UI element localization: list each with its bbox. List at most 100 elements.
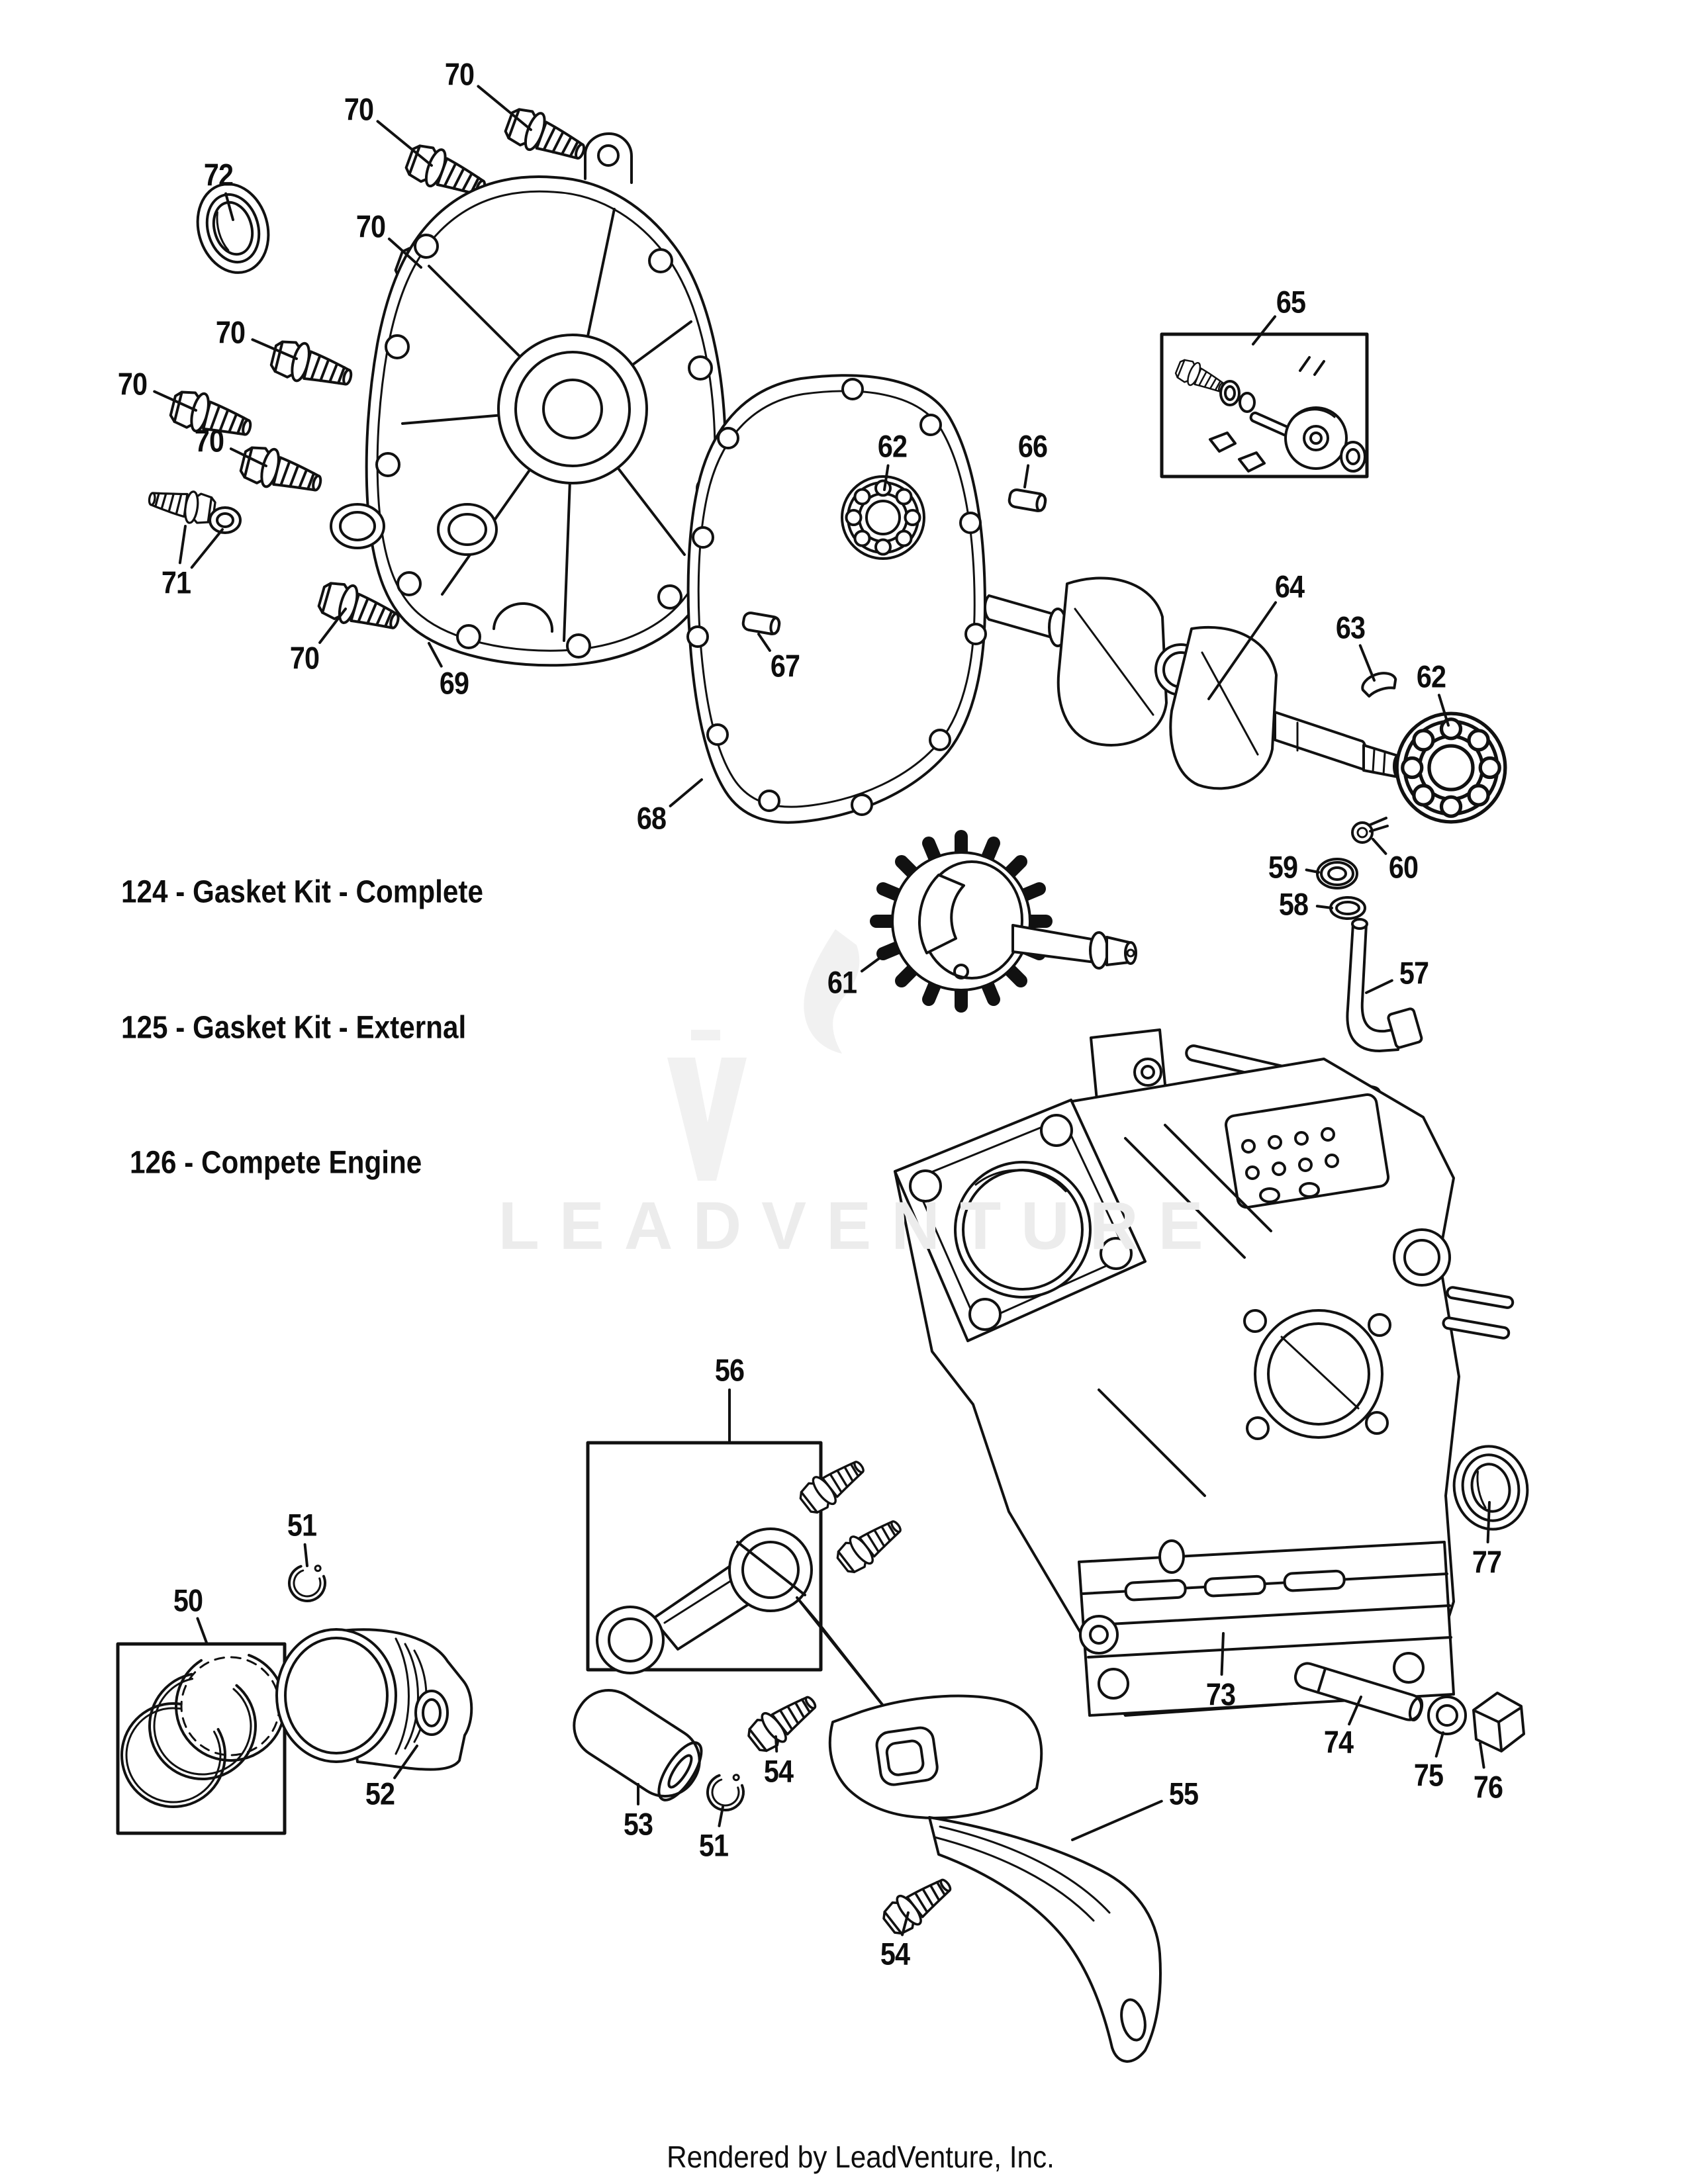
leader-line-70 <box>376 120 433 167</box>
kit-note-0: 124 - Gasket Kit - Complete <box>121 874 483 910</box>
part-callout-70[interactable]: 70 <box>355 208 386 244</box>
leader-line-77 <box>1486 1501 1491 1544</box>
crankcase-gasket-68-drawing <box>686 374 987 824</box>
circlip-51b-drawing <box>699 1764 754 1819</box>
leader-line-70 <box>251 338 298 360</box>
leader-line-59 <box>1305 868 1320 874</box>
leader-line-50 <box>196 1617 208 1644</box>
part-callout-58[interactable]: 58 <box>1278 886 1309 922</box>
leader-line-52 <box>393 1745 418 1780</box>
part-callout-54[interactable]: 54 <box>763 1753 794 1789</box>
stud-74-drawing <box>1293 1662 1424 1722</box>
leader-line-69 <box>428 642 443 668</box>
leadventure-logo-watermark <box>667 929 860 1181</box>
leader-line-74 <box>1348 1696 1362 1726</box>
oil-deflector-55-drawing <box>828 1694 1162 2063</box>
part-callout-62[interactable]: 62 <box>877 428 908 464</box>
leader-line-71 <box>178 525 187 565</box>
leader-line-58 <box>1315 905 1333 909</box>
part-callout-62[interactable]: 62 <box>1416 659 1446 694</box>
piston-ring-set-50-drawing <box>116 1642 287 1835</box>
part-callout-60[interactable]: 60 <box>1388 849 1419 885</box>
part-callout-57[interactable]: 57 <box>1399 955 1429 991</box>
camshaft-61-drawing <box>870 830 1137 1013</box>
leader-line-57 <box>1365 979 1393 994</box>
watermark-text: LEADVENTURE <box>498 1188 1223 1263</box>
part-callout-51[interactable]: 51 <box>698 1827 729 1863</box>
part-callout-65[interactable]: 65 <box>1276 284 1306 320</box>
bolt-54a-drawing <box>742 1684 823 1758</box>
footer-text: Rendered by LeadVenture, Inc. <box>667 2140 1055 2174</box>
oil-seal-72-drawing <box>196 183 270 274</box>
part-callout-73[interactable]: 73 <box>1205 1676 1236 1712</box>
kit-note-1: 125 - Gasket Kit - External <box>121 1010 467 1046</box>
part-callout-70[interactable]: 70 <box>215 314 246 350</box>
leader-line-51 <box>303 1543 308 1567</box>
leader-line-62 <box>883 464 890 491</box>
leader-line-70 <box>477 85 532 131</box>
part-callout-64[interactable]: 64 <box>1274 569 1305 604</box>
part-callout-55[interactable]: 55 <box>1168 1776 1199 1811</box>
drain-plug-71-drawing <box>146 484 242 534</box>
part-callout-76[interactable]: 76 <box>1473 1769 1503 1805</box>
part-callout-72[interactable]: 72 <box>203 157 234 193</box>
part-callout-52[interactable]: 52 <box>365 1776 395 1811</box>
crankcase-cover-69-drawing <box>330 132 727 667</box>
woodruff-key-63-drawing <box>1361 672 1397 698</box>
bolt-54b-drawing <box>877 1866 959 1940</box>
part-callout-70[interactable]: 70 <box>117 366 148 402</box>
leader-line-71 <box>190 528 224 569</box>
leader-line-67 <box>757 633 771 652</box>
leader-lines-layer <box>153 85 1491 1936</box>
part-callout-70[interactable]: 70 <box>444 56 475 92</box>
connecting-rod-56-drawing <box>586 1441 908 1710</box>
part-callout-56[interactable]: 56 <box>714 1352 745 1388</box>
dowel-pin-66-drawing <box>1007 487 1048 514</box>
crankshaft-64-drawing <box>984 576 1403 790</box>
part-callout-70[interactable]: 70 <box>194 423 224 459</box>
part-callout-67[interactable]: 67 <box>770 648 800 684</box>
leader-line-68 <box>669 778 703 807</box>
part-callout-54[interactable]: 54 <box>880 1936 910 1972</box>
part-callout-77[interactable]: 77 <box>1472 1544 1502 1580</box>
leader-line-60 <box>1372 838 1387 855</box>
part-callout-51[interactable]: 51 <box>287 1507 317 1543</box>
engine-block-73-drawing <box>894 1028 1515 1717</box>
part-callout-70[interactable]: 70 <box>344 91 374 127</box>
leader-line-76 <box>1479 1742 1485 1769</box>
part-callout-71[interactable]: 71 <box>161 565 191 600</box>
leader-line-75 <box>1434 1731 1444 1758</box>
leader-line-70 <box>153 390 197 412</box>
part-callout-70[interactable]: 70 <box>289 640 320 676</box>
leader-line-62 <box>1437 694 1450 727</box>
leader-line-54 <box>901 1911 910 1936</box>
leader-line-73 <box>1220 1632 1225 1676</box>
part-callout-50[interactable]: 50 <box>173 1582 203 1618</box>
part-callout-61[interactable]: 61 <box>827 964 857 1000</box>
part-callout-66[interactable]: 66 <box>1017 428 1048 464</box>
governor-kit-65-drawing <box>1160 332 1369 478</box>
nut-76-drawing <box>1472 1692 1525 1752</box>
part-callout-75[interactable]: 75 <box>1413 1757 1444 1793</box>
part-callout-69[interactable]: 69 <box>439 665 469 701</box>
part-callout-68[interactable]: 68 <box>636 800 667 836</box>
leader-line-70 <box>387 237 422 269</box>
oil-seal-77-drawing <box>1452 1445 1529 1531</box>
governor-shaft-parts-drawing <box>1316 817 1423 1052</box>
part-callout-74[interactable]: 74 <box>1323 1724 1354 1760</box>
leader-line-66 <box>1023 464 1030 488</box>
leader-line-61 <box>860 946 895 973</box>
leader-line-51 <box>718 1805 724 1827</box>
piston-pin-53-drawing <box>573 1689 703 1801</box>
part-callout-59[interactable]: 59 <box>1268 849 1298 885</box>
part-callout-63[interactable]: 63 <box>1335 610 1366 645</box>
piston-52-drawing <box>275 1628 473 1771</box>
leader-line-55 <box>1071 1799 1163 1841</box>
leader-line-65 <box>1252 315 1277 345</box>
leader-line-63 <box>1358 644 1376 682</box>
ball-bearing-62a-drawing <box>841 475 925 560</box>
part-callout-53[interactable]: 53 <box>623 1806 653 1842</box>
ball-bearing-62b-drawing <box>1397 713 1505 822</box>
